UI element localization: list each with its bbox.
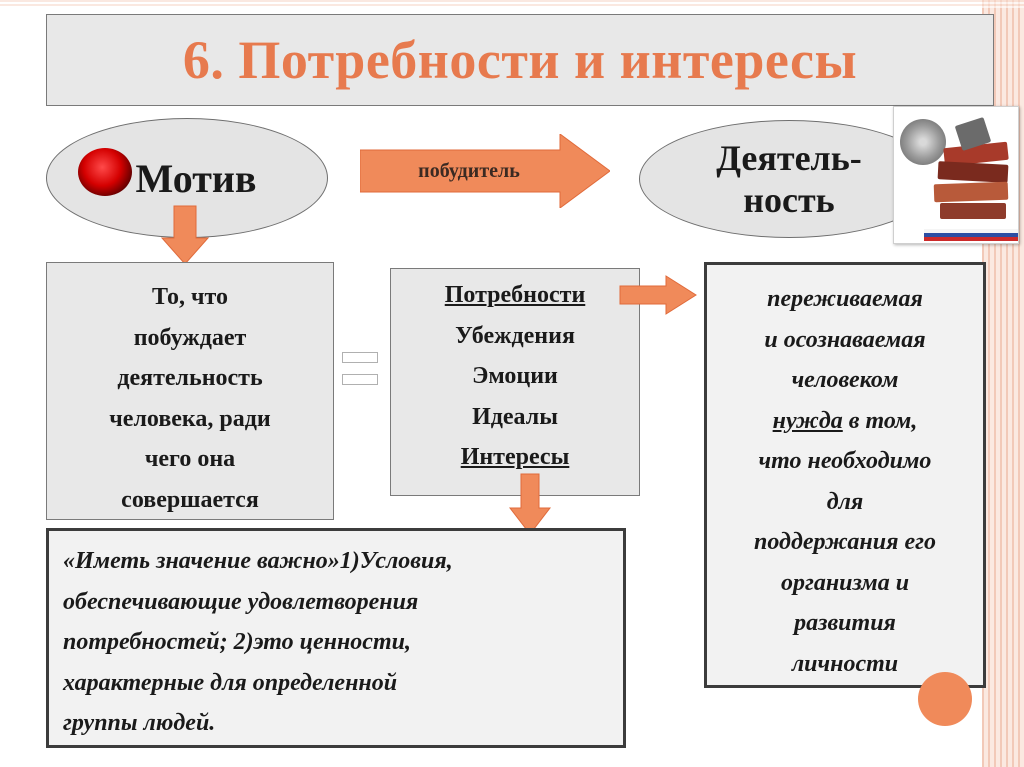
definition-line: чего она (47, 439, 333, 480)
motive-list-item: Убеждения (391, 316, 639, 357)
need-word: нужда (773, 408, 843, 434)
interest-line: обеспечивающие удовлетворения (63, 582, 623, 623)
motive-list-item: Эмоции (391, 356, 639, 397)
motive-label: Мотив (136, 155, 257, 202)
definition-line: человека, ради (47, 399, 333, 440)
activity-label-line2: ность (743, 180, 834, 220)
need-line: поддержания его (707, 522, 983, 563)
definition-line: побуждает (47, 318, 333, 359)
need-line-rest: в том, (843, 408, 918, 434)
definition-line: совершается (47, 480, 333, 521)
motive-list-item: Потребности (391, 275, 639, 316)
page-title: 6. Потребности и интересы (183, 29, 857, 91)
decorative-circle (918, 672, 972, 726)
need-line: переживаемая (707, 279, 983, 320)
need-line: человеком (707, 360, 983, 401)
title-box: 6. Потребности и интересы (46, 14, 994, 106)
need-line: что необходимо (707, 441, 983, 482)
interest-line: группы людей. (63, 703, 623, 744)
interest-line: потребностей; 2)это ценности, (63, 622, 623, 663)
interest-definition-box: «Иметь значение важно»1)Условия, обеспеч… (46, 528, 626, 748)
need-line: нужда в том, (707, 401, 983, 442)
need-line: развития (707, 603, 983, 644)
motive-definition-box: То, что побуждает деятельность человека,… (46, 262, 334, 520)
definition-line: То, что (47, 277, 333, 318)
motive-list-box: Потребности Убеждения Эмоции Идеалы Инте… (390, 268, 640, 496)
decorative-top-stripes (0, 0, 1024, 8)
motive-list-item: Интересы (391, 437, 639, 478)
need-line: и осознаваемая (707, 320, 983, 361)
eagle-emblem-icon (900, 119, 946, 165)
right-arrow-needs (620, 276, 696, 314)
down-arrow-interests (510, 474, 550, 534)
stimulus-arrow-label: побудитель (360, 134, 578, 208)
activity-label-line1: Деятель- (716, 138, 862, 178)
need-line: для (707, 482, 983, 523)
exam-logo-icon (893, 106, 1019, 244)
definition-line: деятельность (47, 358, 333, 399)
need-definition-box: переживаемая и осознаваемая человеком ну… (704, 262, 986, 688)
down-arrow-motive (162, 206, 208, 264)
interest-line: характерные для определенной (63, 663, 623, 704)
red-button-icon (78, 148, 132, 196)
equals-sign-icon (342, 352, 378, 386)
interest-line: «Иметь значение важно»1)Условия, (63, 541, 623, 582)
need-line: организма и (707, 563, 983, 604)
motive-list-item: Идеалы (391, 397, 639, 438)
